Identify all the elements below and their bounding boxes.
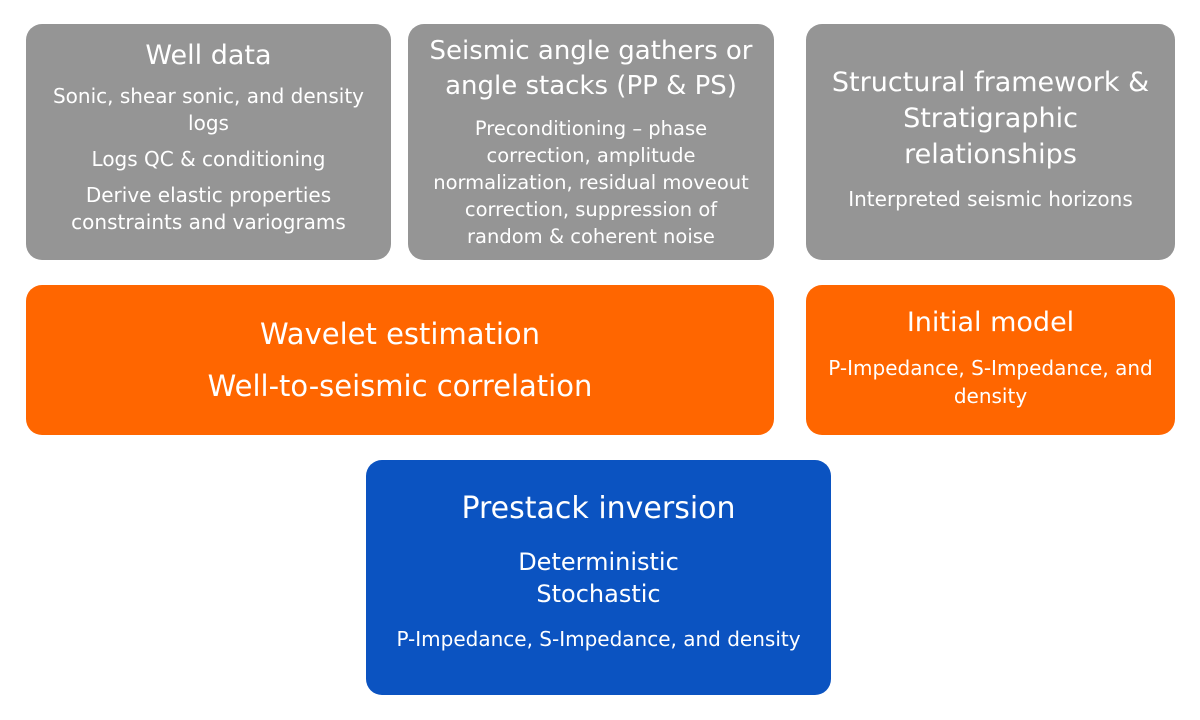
structural-title-line: Structural framework & xyxy=(831,67,1150,98)
seismic-gathers-box: Seismic angle gathers or angle stacks (P… xyxy=(408,24,774,260)
initial-model-line: density xyxy=(953,384,1028,408)
well-data-line: Logs QC & conditioning xyxy=(91,147,326,171)
structural-title-line: Stratigraphic xyxy=(903,103,1078,134)
initial-model-box: Initial model P-Impedance, S-Impedance, … xyxy=(806,285,1175,435)
prestack-inversion-box: Prestack inversion Deterministic Stochas… xyxy=(366,460,831,695)
seismic-title-line: angle stacks (PP & PS) xyxy=(445,71,737,101)
structural-subtitle: Interpreted seismic horizons xyxy=(848,187,1133,211)
seismic-line: random & coherent noise xyxy=(467,225,715,248)
wavelet-line: Well-to-seismic correlation xyxy=(207,369,593,403)
seismic-title-line: Seismic angle gathers or xyxy=(429,36,753,66)
initial-model-title: Initial model xyxy=(906,307,1075,338)
prestack-method: Deterministic xyxy=(518,548,679,576)
wavelet-estimation-box: Wavelet estimation Well-to-seismic corre… xyxy=(26,285,774,435)
seismic-description: Preconditioning – phase correction, ampl… xyxy=(433,115,749,250)
prestack-method: Stochastic xyxy=(536,580,661,608)
prestack-title: Prestack inversion xyxy=(461,491,736,526)
seismic-line: correction, suppression of xyxy=(464,198,718,221)
well-data-line: Derive elastic properties xyxy=(85,183,332,207)
well-data-line: logs xyxy=(188,111,229,135)
seismic-line: correction, amplitude xyxy=(486,144,696,167)
structural-title-line: relationships xyxy=(904,139,1077,170)
prestack-outputs: P-Impedance, S-Impedance, and density xyxy=(396,627,801,651)
well-data-title: Well data xyxy=(145,40,272,71)
initial-model-line: P-Impedance, S-Impedance, and xyxy=(828,356,1153,380)
seismic-line: Preconditioning – phase xyxy=(474,117,708,140)
well-data-line: constraints and variograms xyxy=(71,210,346,234)
wavelet-line: Wavelet estimation xyxy=(259,317,541,351)
well-data-box: Well data Sonic, shear sonic, and densit… xyxy=(26,24,391,260)
well-data-line: Sonic, shear sonic, and density xyxy=(52,84,365,108)
structural-framework-box: Structural framework & Stratigraphic rel… xyxy=(806,24,1175,260)
seismic-line: normalization, residual moveout xyxy=(433,171,749,194)
